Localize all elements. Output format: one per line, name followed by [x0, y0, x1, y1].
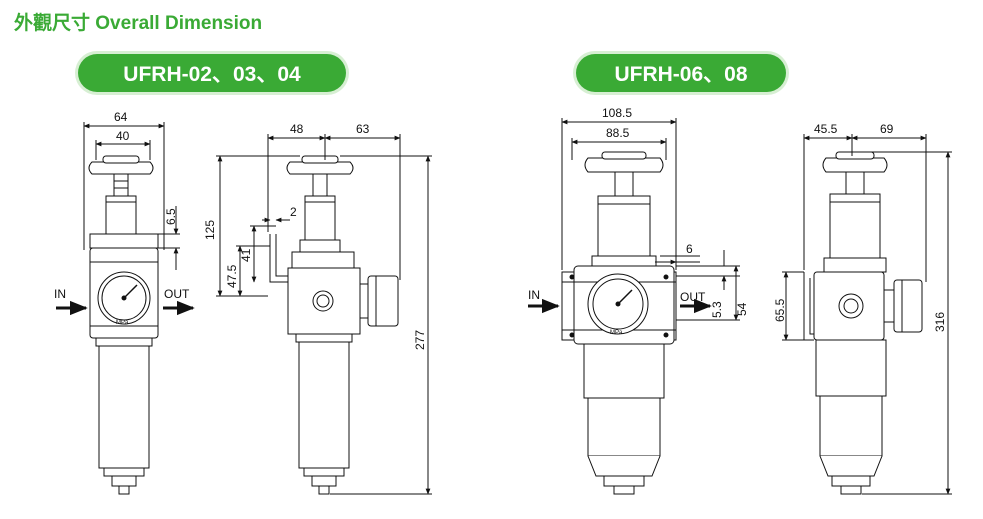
dim-5-3: 5.3	[710, 301, 724, 318]
in-label-small: IN	[54, 287, 66, 301]
dim-316: 316	[933, 312, 947, 332]
gauge-unit-small: MPa	[116, 320, 129, 326]
dim-108-5: 108.5	[602, 106, 632, 120]
dim-277: 277	[413, 330, 427, 350]
dimension-labels: 64 40 6.5 IN OUT MPa 48 63 2 125 41 47.5…	[54, 106, 947, 350]
dim-88-5: 88.5	[606, 126, 630, 140]
dim-54: 54	[735, 302, 749, 316]
out-label-small: OUT	[164, 287, 190, 301]
out-label-large: OUT	[680, 290, 706, 304]
model-label-small: UFRH-02、03、04	[78, 54, 346, 92]
dim-6-5: 6.5	[164, 208, 178, 225]
dim-6: 6	[686, 242, 693, 256]
front-view-small	[56, 122, 195, 495]
dim-69: 69	[880, 122, 894, 136]
dim-63: 63	[356, 122, 370, 136]
dim-45-5: 45.5	[814, 122, 838, 136]
dim-65-5: 65.5	[773, 298, 787, 322]
side-view-large	[782, 134, 952, 495]
model-label-large: UFRH-06、08	[576, 54, 786, 92]
page-title: 外觀尺寸 Overall Dimension	[14, 13, 263, 34]
side-view-small	[216, 134, 432, 495]
gauge-unit-large: MPa	[610, 330, 623, 336]
dim-125: 125	[203, 220, 217, 240]
dim-2: 2	[290, 205, 297, 219]
front-view-large	[528, 118, 740, 495]
dim-40: 40	[116, 129, 130, 143]
dim-41: 41	[239, 248, 253, 262]
in-label-large: IN	[528, 288, 540, 302]
dim-47-5: 47.5	[225, 264, 239, 288]
dim-48: 48	[290, 122, 304, 136]
dim-64: 64	[114, 110, 128, 124]
